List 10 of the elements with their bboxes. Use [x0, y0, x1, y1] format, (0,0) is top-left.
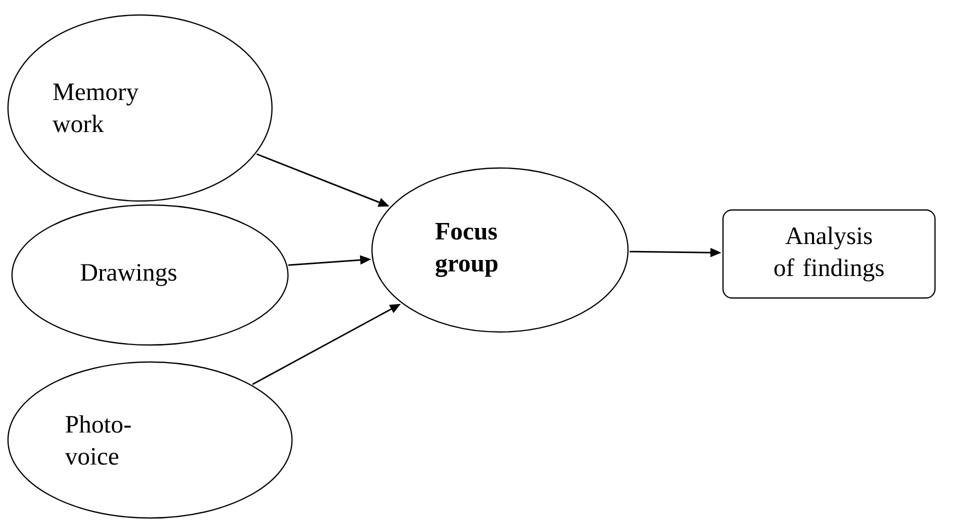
node-label: Analysis of findings [774, 226, 884, 282]
node-label: Photo- voice [65, 415, 131, 465]
result-box [722, 209, 936, 299]
node-label: Drawings [80, 264, 176, 286]
node-label: Memory work [52, 84, 138, 132]
method-ellipse [371, 167, 629, 333]
method-ellipse [7, 361, 293, 519]
method-ellipse [7, 14, 273, 202]
method-ellipse [11, 204, 289, 346]
node-label: Focus group [435, 223, 498, 277]
